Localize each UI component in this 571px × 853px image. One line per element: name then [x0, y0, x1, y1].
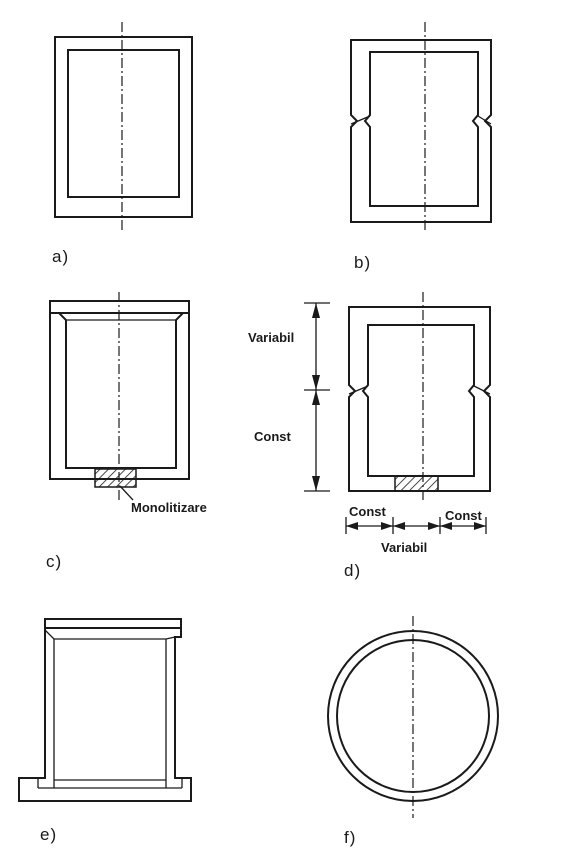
figure-b: b)	[350, 22, 492, 272]
label-const-vertical: Const	[254, 429, 292, 444]
caption-f: f)	[344, 828, 356, 847]
hdim-arrow-1	[346, 522, 358, 530]
figure-a: a)	[52, 22, 193, 266]
label-variabil-horizontal: Variabil	[381, 540, 427, 555]
vertical-dimension: Variabil Const	[248, 302, 330, 492]
hdim-arrow-3	[393, 522, 405, 530]
figure-d-joint-left	[348, 385, 369, 395]
figure-a-inner-wall	[67, 49, 180, 198]
caption-d: d)	[344, 561, 361, 580]
figure-d: d)	[344, 292, 491, 580]
figure-d-outer-wall	[348, 306, 491, 492]
figure-b-joint-right	[477, 115, 492, 125]
figure-e: e)	[18, 618, 192, 844]
figure-c: Monolitizare c)	[46, 292, 207, 571]
figure-b-joint-left	[350, 115, 371, 125]
figure-c-inner-wall	[58, 312, 184, 469]
caption-a: a)	[52, 247, 69, 266]
hdim-arrow-4	[428, 522, 440, 530]
figure-a-outer-wall	[54, 36, 193, 218]
figure-d-monolithic-joint	[394, 475, 439, 492]
figure-f: f)	[327, 616, 499, 847]
figure-c-monolithic-joint	[94, 468, 137, 488]
label-monolitizare: Monolitizare	[131, 500, 207, 515]
figure-e-left-wall-inner	[44, 629, 55, 788]
figure-e-right-wall-inner	[165, 636, 176, 788]
hdim-arrow-6	[474, 522, 486, 530]
vdim-arrow-top	[312, 303, 320, 318]
vdim-arrow-mid-down	[312, 390, 320, 405]
caption-b: b)	[354, 253, 371, 272]
figure-d-joint-right	[473, 385, 491, 395]
caption-c: c)	[46, 552, 62, 571]
caption-e: e)	[40, 825, 57, 844]
hdim-arrow-5	[440, 522, 452, 530]
figure-b-outer-wall	[350, 39, 492, 223]
monolitizare-leader	[119, 485, 134, 501]
figure-b-inner-wall	[363, 51, 479, 207]
vdim-arrow-mid-up	[312, 375, 320, 390]
label-const-left: Const	[349, 504, 387, 519]
figure-d-inner-wall	[361, 324, 475, 477]
hdim-arrow-2	[381, 522, 393, 530]
horizontal-dimension: Const Const Variabil	[345, 504, 487, 555]
figure-e-outline	[18, 618, 192, 802]
label-variabil-vertical: Variabil	[248, 330, 294, 345]
label-const-right: Const	[445, 508, 483, 523]
vdim-arrow-bottom	[312, 476, 320, 491]
